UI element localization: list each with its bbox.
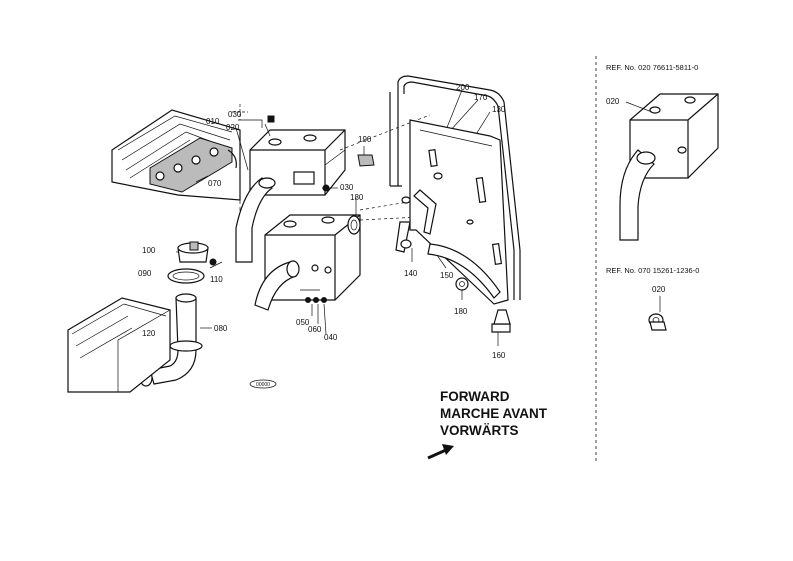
label-030a: 030	[228, 110, 242, 119]
forward-arrow-icon	[427, 444, 454, 460]
engine-block-upper	[111, 104, 248, 250]
label-080: 080	[214, 324, 228, 333]
label-050: 050	[296, 318, 310, 327]
label-180b: 180	[454, 307, 468, 316]
label-180a: 180	[350, 193, 364, 202]
label-150: 150	[440, 271, 454, 280]
label-060: 060	[308, 325, 322, 334]
label-130: 130	[492, 105, 506, 114]
label-110: 110	[210, 275, 223, 284]
label-020: 020	[226, 123, 240, 132]
label-120: 120	[142, 329, 156, 338]
label-070: 070	[208, 179, 222, 188]
ref2-part-label: 020	[652, 285, 666, 294]
plate-160	[491, 309, 511, 333]
clamp-100	[177, 241, 209, 263]
gasket-180	[347, 215, 361, 235]
label-040: 040	[324, 333, 338, 342]
vorwaerts-label: VORWÄRTS	[440, 423, 519, 438]
label-190: 190	[358, 135, 372, 144]
shield-plate-170	[401, 119, 509, 305]
fasteners	[146, 115, 375, 364]
direction-text: FORWARD MARCHE AVANT VORWÄRTS	[440, 389, 548, 438]
label-100: 100	[142, 246, 156, 255]
marche-avant-label: MARCHE AVANT	[440, 406, 548, 421]
bracket-140	[395, 221, 412, 253]
forward-label: FORWARD	[440, 389, 510, 404]
label-090: 090	[138, 269, 152, 278]
label-140: 140	[404, 269, 418, 278]
stamp: 00000	[249, 379, 277, 389]
tail-pipe	[235, 177, 300, 311]
ref1-label: REF. No. 020 76611-5811-0	[606, 63, 698, 72]
label-010: 010	[206, 117, 220, 126]
stamp-label: 00000	[256, 382, 270, 388]
label-160: 160	[492, 351, 506, 360]
ref-inset-nut	[648, 296, 667, 331]
ref1-part-label: 020	[606, 97, 620, 106]
ref2-label: REF. No. 070 15261-1236-0	[606, 266, 699, 275]
label-030b: 030	[340, 183, 354, 192]
ref-inset-cover	[619, 93, 719, 241]
engine-block-lower	[67, 297, 171, 393]
frame-130	[389, 75, 521, 300]
label-170: 170	[474, 93, 488, 102]
ring-090	[167, 268, 205, 284]
stay-150	[427, 243, 501, 299]
nut-180-lower	[455, 277, 469, 291]
bracket-200	[413, 189, 437, 235]
label-200: 200	[456, 83, 470, 92]
part-labels: 030 010 020 030 070 100 110 090 080 120 …	[138, 83, 506, 360]
reference-text: REF. No. 020 76611-5811-0 020 REF. No. 0…	[606, 63, 699, 294]
